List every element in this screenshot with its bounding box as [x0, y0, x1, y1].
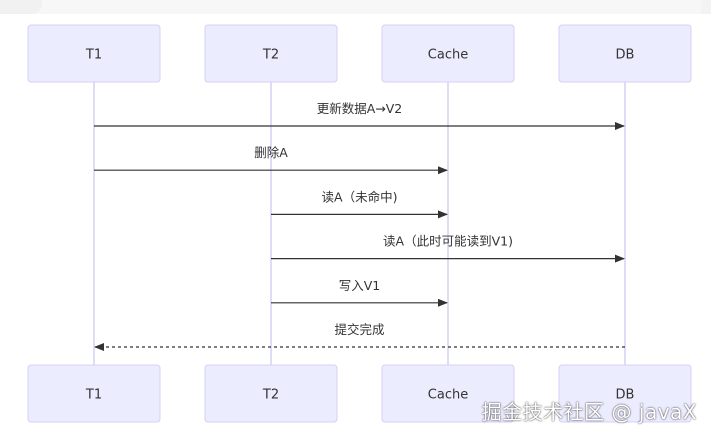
message-1: 更新数据A→V2: [94, 101, 625, 130]
actor-t1-top: T1: [27, 24, 161, 83]
actors-bottom: T1 T2 Cache DB: [27, 364, 692, 423]
message-label: 更新数据A→V2: [317, 101, 403, 116]
actor-box: [204, 24, 338, 83]
top-strip-right: [701, 0, 711, 14]
actor-label: Cache: [428, 48, 468, 63]
actor-label: Cache: [428, 388, 468, 403]
top-strip-corner: [0, 0, 42, 14]
actor-label: T2: [262, 48, 279, 63]
message-3: 读A（未命中): [271, 189, 448, 219]
watermark: 掘金技术社区 @ javaX: [481, 400, 697, 424]
lifelines: [93, 82, 626, 365]
actor-box: [381, 364, 515, 423]
message-label: 写入V1: [339, 278, 381, 293]
message-5: 写入V1: [271, 278, 448, 307]
actors-top: T1 T2 Cache DB: [27, 24, 692, 83]
actor-box: [27, 364, 161, 423]
actor-cache-top: Cache: [381, 24, 515, 83]
message-label: 读A（未命中): [322, 189, 398, 204]
message-label: 提交完成: [334, 322, 384, 337]
actor-label: T1: [85, 388, 102, 403]
message-6: 提交完成: [94, 322, 625, 351]
actor-t2-top: T2: [204, 24, 338, 83]
actor-box: [558, 364, 692, 423]
actor-box: [204, 364, 338, 423]
actor-label: DB: [616, 388, 635, 403]
actor-cache-bottom: Cache: [381, 364, 515, 423]
messages: 更新数据A→V2 删除A 读A（未命中) 读A（此时可能读到V1) 写入V1 提交完成: [94, 101, 625, 351]
message-4: 读A（此时可能读到V1): [271, 234, 625, 263]
actor-label: DB: [616, 48, 635, 63]
message-2: 删除A: [94, 145, 448, 175]
actor-label: T1: [85, 48, 102, 63]
actor-t2-bottom: T2: [204, 364, 338, 423]
actor-box: [27, 24, 161, 83]
message-label: 删除A: [254, 145, 288, 160]
message-label: 读A（此时可能读到V1): [383, 234, 513, 249]
actor-db-bottom: DB: [558, 364, 692, 423]
top-strip: [0, 0, 711, 14]
actor-t1-bottom: T1: [27, 364, 161, 423]
actor-box: [381, 24, 515, 83]
actor-box: [558, 24, 692, 83]
actor-label: T2: [262, 388, 279, 403]
actor-db-top: DB: [558, 24, 692, 83]
